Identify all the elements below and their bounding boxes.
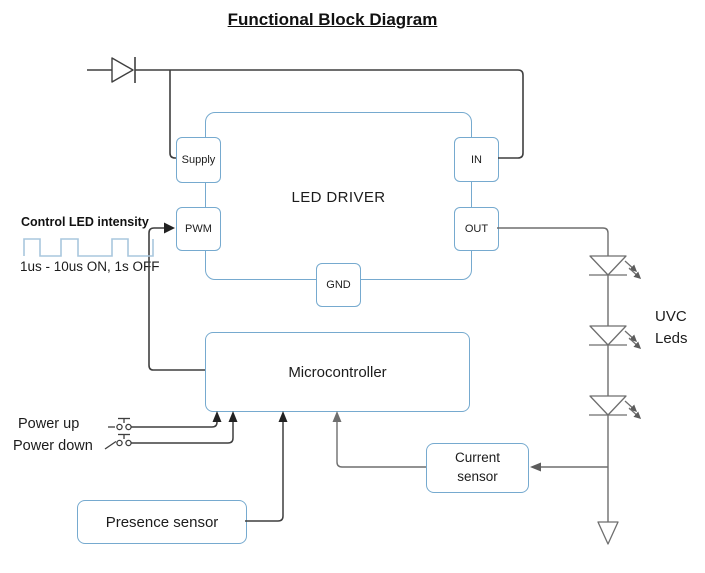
led-icon — [589, 256, 640, 278]
led-icon — [589, 396, 640, 418]
microcontroller-block: Microcontroller — [205, 332, 470, 412]
push-button-icon — [104, 433, 132, 450]
led-driver-label: LED DRIVER — [291, 188, 386, 206]
power-up-wire — [131, 411, 222, 428]
presence-sensor-wire — [245, 411, 288, 522]
in-port-label: IN — [471, 153, 482, 166]
current-sensor-label: Current sensor — [454, 450, 500, 484]
power-down-wire — [131, 411, 238, 444]
diode-icon — [111, 57, 134, 83]
power-down-label: Power down — [13, 438, 93, 454]
out-port: OUT — [454, 207, 499, 251]
microcontroller-label: Microcontroller — [288, 363, 387, 381]
power-up-label: Power up — [18, 416, 80, 432]
pwm-waveform-icon — [23, 238, 154, 257]
pwm-port: PWM — [176, 207, 221, 251]
current-sensor-block: Current sensor — [426, 443, 529, 493]
supply-port-label: Supply — [181, 154, 216, 166]
out-port-label: OUT — [464, 223, 489, 235]
current-sensor-feedback-wire — [332, 411, 426, 468]
uvc-leds-label: UVC Leds — [655, 308, 688, 347]
gnd-port: GND — [316, 263, 361, 307]
page-title: Functional Block Diagram — [227, 10, 438, 29]
presence-sensor-label: Presence sensor — [105, 513, 219, 531]
presence-sensor-block: Presence sensor — [77, 500, 247, 544]
pulse-spec-label: 1us - 10us ON, 1s OFF — [20, 259, 160, 274]
current-sensor-arrow — [530, 462, 541, 472]
led-driver-block: LED DRIVER — [205, 112, 472, 280]
in-port: IN — [454, 137, 499, 182]
down-arrow-icon — [597, 521, 619, 545]
gnd-port-label: GND — [326, 279, 351, 291]
push-button-icon — [108, 417, 132, 431]
supply-port: Supply — [176, 137, 221, 183]
led-icon — [589, 326, 640, 348]
pwm-port-label: PWM — [185, 223, 212, 235]
control-led-intensity-label: Control LED intensity — [21, 215, 149, 229]
